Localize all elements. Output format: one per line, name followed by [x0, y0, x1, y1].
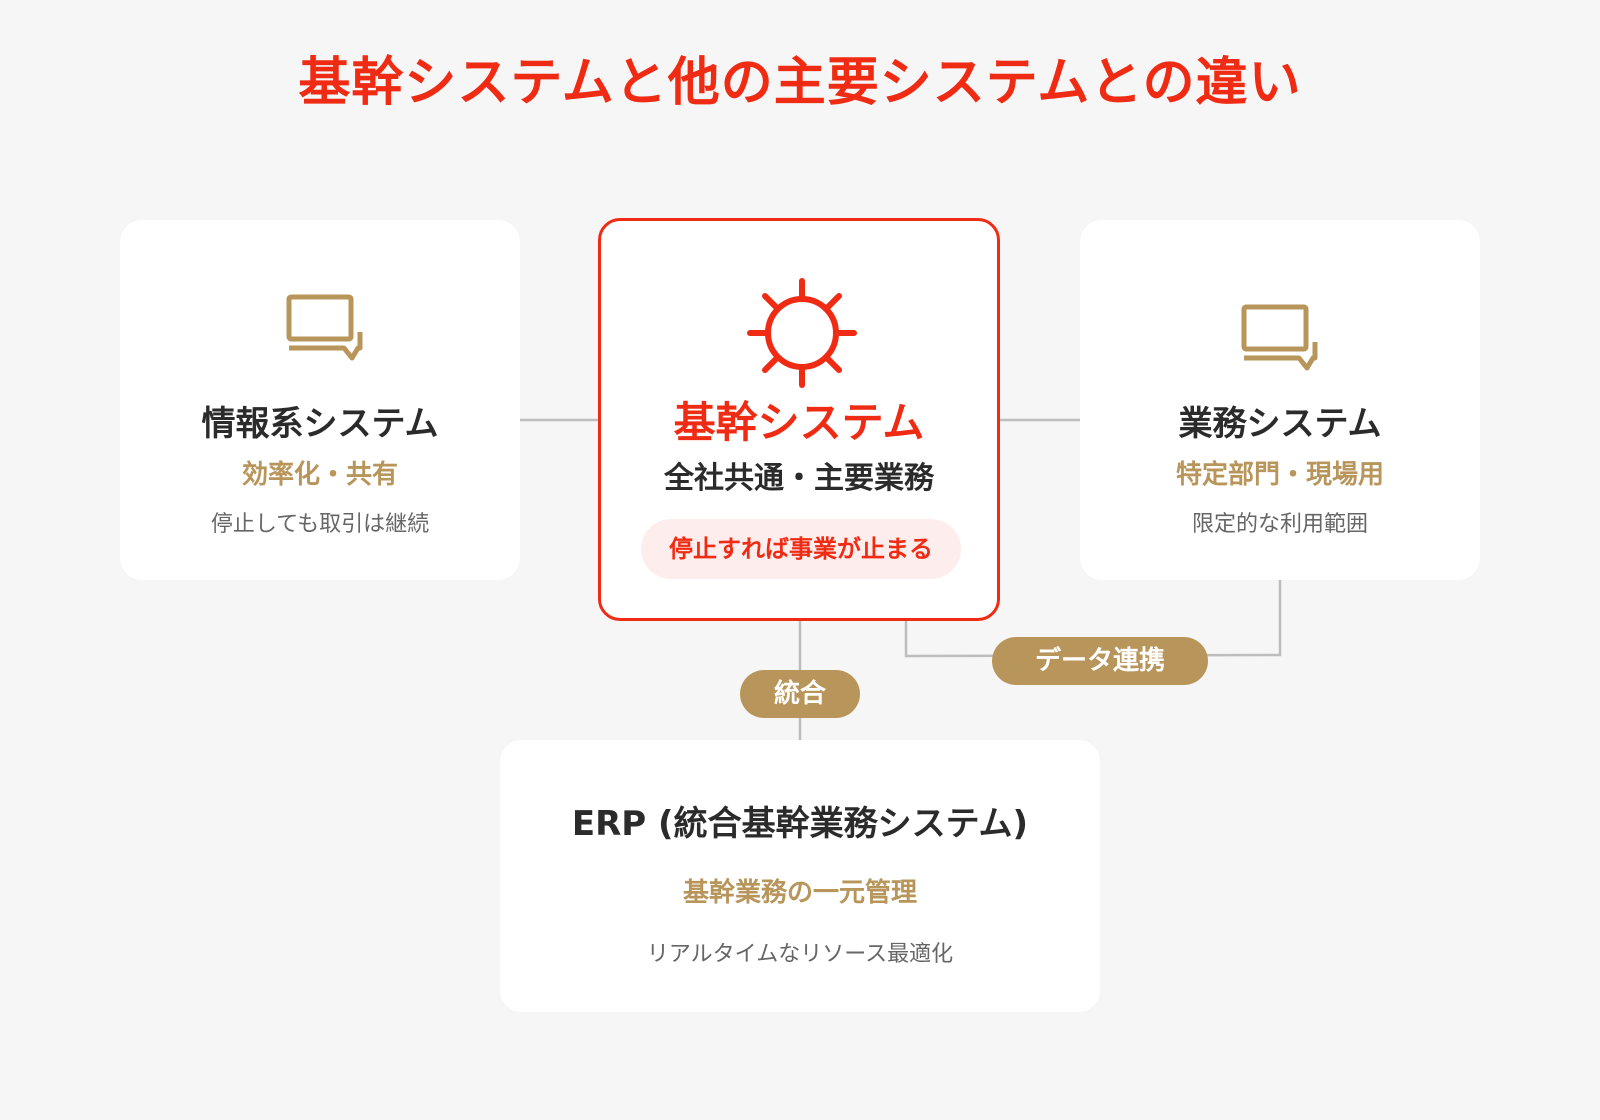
chat-bubble-icon	[286, 294, 363, 361]
info-system-card: 情報系システム 効率化・共有 停止しても取引は継続	[120, 220, 520, 580]
info-system-subtitle: 効率化・共有	[241, 460, 398, 490]
sun-icon	[747, 278, 857, 388]
erp-desc: リアルタイムなリソース最適化	[646, 942, 954, 967]
data-link-label: データ連携	[992, 637, 1208, 685]
info-system-desc: 停止しても取引は継続	[210, 512, 430, 537]
chat-bubble-icon	[1241, 304, 1318, 371]
core-system-subtitle: 全社共通・主要業務	[664, 461, 934, 496]
core-system-title: 基幹システム	[673, 398, 925, 447]
core-system-warning-badge: 停止すれば事業が止まる	[641, 519, 961, 579]
erp-subtitle: 基幹業務の一元管理	[682, 878, 917, 908]
erp-title: ERP (統合基幹業務システム)	[571, 804, 1029, 844]
info-system-title: 情報系システム	[201, 404, 439, 444]
page-title: 基幹システムと他の主要システムとの違い	[298, 53, 1302, 113]
business-system-desc: 限定的な利用範囲	[1191, 512, 1368, 537]
integration-label: 統合	[740, 670, 860, 718]
erp-card: ERP (統合基幹業務システム) 基幹業務の一元管理 リアルタイムなリソース最適…	[500, 740, 1100, 1012]
business-system-title: 業務システム	[1178, 404, 1382, 444]
business-system-card: 業務システム 特定部門・現場用 限定的な利用範囲	[1080, 220, 1480, 580]
core-system-card: 基幹システム 全社共通・主要業務 停止すれば事業が止まる	[598, 218, 1000, 621]
business-system-subtitle: 特定部門・現場用	[1175, 460, 1384, 490]
